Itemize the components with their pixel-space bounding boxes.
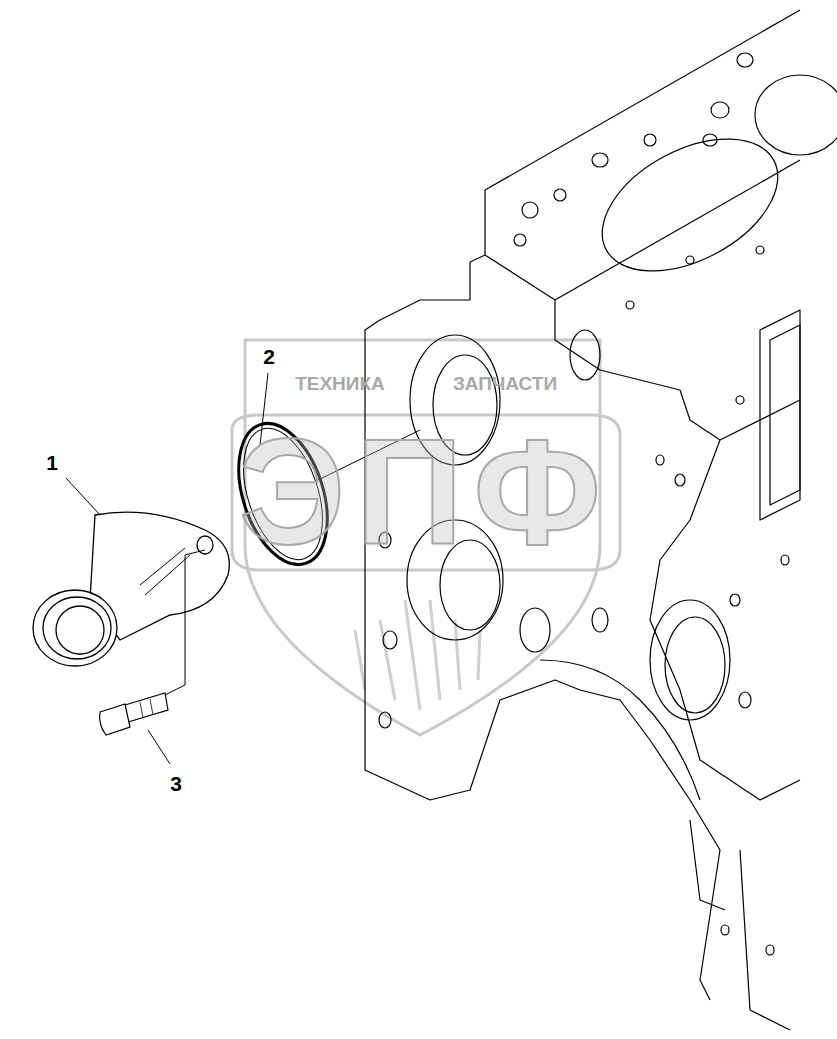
watermark-shield [232, 340, 620, 735]
watermark-text: ТЕХНИКА [295, 374, 385, 393]
watermark-text: ЗАПЧАСТИ [453, 374, 557, 393]
watermark-logo: ЭПФ [239, 417, 612, 567]
callout-number: 3 [170, 773, 182, 794]
callout-number: 2 [263, 346, 275, 367]
thermostat-housing [33, 512, 229, 666]
callout-number: 1 [46, 452, 58, 473]
bolt [100, 693, 168, 735]
